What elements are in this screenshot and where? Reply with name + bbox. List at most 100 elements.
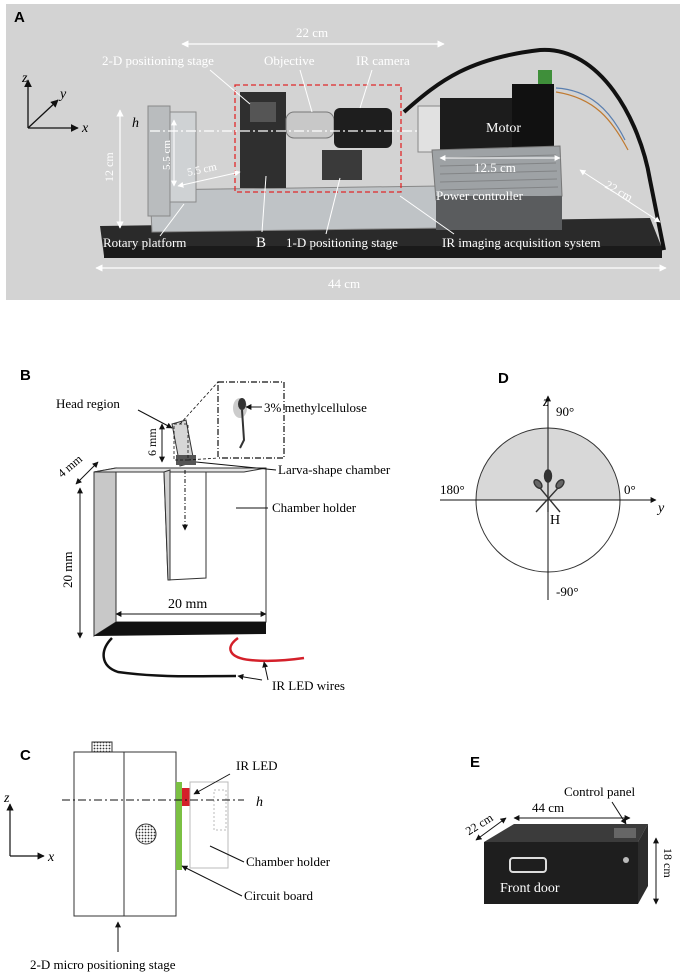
rotary-platform-label: Rotary platform <box>103 235 186 250</box>
h-label: h <box>132 116 139 131</box>
top-dimension-label: 22 cm <box>296 25 328 40</box>
motor-gearbox <box>512 84 554 150</box>
panel-a-axes: z y x <box>21 71 89 136</box>
objective-leader <box>299 69 313 113</box>
axis-z-label-d: z <box>542 395 549 410</box>
b-marker-label: B <box>256 235 266 251</box>
dim-20h-label: 20 mm <box>168 597 207 612</box>
holder-top-face <box>93 467 267 473</box>
axis-y-label: y <box>58 87 67 102</box>
stage-2d-knob <box>250 102 276 122</box>
motor-body <box>440 98 518 150</box>
control-panel-leader <box>611 801 627 825</box>
ir-camera-leader <box>359 69 373 109</box>
power-controller-front <box>436 196 562 230</box>
dim-18-label: 18 cm <box>661 848 675 878</box>
circuit-board-label: Circuit board <box>244 888 313 903</box>
dim-22-line <box>475 817 507 841</box>
red-wire <box>229 636 305 663</box>
motor-wires-2 <box>555 91 629 151</box>
h-axis-label-d: H <box>550 513 560 528</box>
head-region-leader <box>137 409 173 429</box>
chamber-slot-c <box>213 789 227 831</box>
panel-c: C z x h IR LED Chamber holder Circuit bo… <box>3 741 331 972</box>
panel-b-label: B <box>20 367 31 384</box>
panel-e: E Control panel 44 cm 22 cm Front door 1… <box>463 754 675 905</box>
box-top <box>484 824 648 842</box>
zoom-inset-box <box>217 381 285 459</box>
axis-z-label: z <box>21 71 28 86</box>
panel-a-label: A <box>14 9 25 26</box>
motor-wires <box>555 87 626 141</box>
circuit-board-leader <box>181 865 243 897</box>
front-door-label: Front door <box>500 881 560 896</box>
door-handle[interactable] <box>509 857 547 873</box>
control-panel-label: Control panel <box>564 784 636 799</box>
axis-z-label-c: z <box>3 791 10 806</box>
ir-led-leader <box>193 773 231 795</box>
acq-label: IR imaging acquisition system <box>442 235 601 250</box>
panel-a: A z y x <box>6 4 680 300</box>
holder-side-face <box>93 467 117 637</box>
box-front <box>484 842 638 904</box>
ir-led-label: IR LED <box>236 758 278 773</box>
dim-6mm-label: 6 mm <box>145 428 159 456</box>
deg-0-label: 0° <box>624 482 636 497</box>
dim-20v-label: 20 mm <box>60 552 75 588</box>
h-label-c: h <box>256 795 263 810</box>
b-marker-leader <box>261 175 267 233</box>
motor-connector <box>538 70 552 84</box>
dim-55-vertical-label: 5.5 cm <box>161 140 173 170</box>
holder-slot-side <box>163 469 171 581</box>
larva-chamber-leader <box>195 461 277 471</box>
stage-knob <box>91 741 113 753</box>
ir-camera-label: IR camera <box>356 53 410 68</box>
ir-led-wires-label: IR LED wires <box>272 678 345 693</box>
panel-c-label: C <box>20 747 31 764</box>
base-edge <box>104 246 662 258</box>
panel-b: B 3% methylcellulose Head region 6 mm 4 … <box>20 367 391 693</box>
motor-mount <box>417 105 443 153</box>
panel-d: D z y 90° 180° 0° -90° H <box>440 370 665 600</box>
chamber-holder-label-c: Chamber holder <box>246 854 331 869</box>
dim-22-label: 22 cm <box>463 810 496 838</box>
ir-led <box>182 788 190 806</box>
control-panel <box>614 828 636 838</box>
deg-180-label: 180° <box>440 482 465 497</box>
deg-m90-label: -90° <box>556 584 579 599</box>
stage-2d-leader <box>209 69 251 105</box>
dim-4mm-line <box>75 461 99 485</box>
motor-label: Motor <box>486 121 521 136</box>
dim-44-label: 44 cm <box>532 800 564 815</box>
acq-leader <box>399 195 455 235</box>
holder-bottom-strip <box>94 622 266 636</box>
head-region-label: Head region <box>56 396 120 411</box>
larva-head-icon <box>238 398 246 410</box>
ir-camera-body <box>334 108 392 148</box>
height-dimension-label: 12 cm <box>102 152 116 182</box>
zoom-region-box <box>234 84 402 193</box>
larva-tail-icon <box>239 409 246 449</box>
larva-chamber-label: Larva-shape chamber <box>278 462 391 477</box>
black-wire <box>102 637 237 678</box>
stage-2d-label: 2-D positioning stage <box>102 53 214 68</box>
chamber-holder-leader-c <box>209 845 245 863</box>
micro-stage-body <box>73 751 177 917</box>
door-lock <box>623 857 629 863</box>
chamber-holder-c <box>189 781 229 869</box>
axis-y-label-d: y <box>656 501 665 516</box>
bottom-dimension-label: 44 cm <box>328 276 360 291</box>
objective-label: Objective <box>264 53 315 68</box>
box-side <box>638 824 648 904</box>
dim-55-horizontal-line <box>177 170 241 188</box>
micro-stage-label: 2-D micro positioning stage <box>30 957 176 972</box>
rotary-platform-leader <box>159 203 185 237</box>
dim-125-label: 12.5 cm <box>474 160 516 175</box>
panel-d-label: D <box>498 370 509 387</box>
dim-4mm-label: 4 mm <box>55 451 86 480</box>
larvae-icons <box>533 469 565 513</box>
stage-screw <box>135 823 157 845</box>
stage-1d-label: 1-D positioning stage <box>286 235 398 250</box>
side-dimension-line <box>579 169 661 223</box>
